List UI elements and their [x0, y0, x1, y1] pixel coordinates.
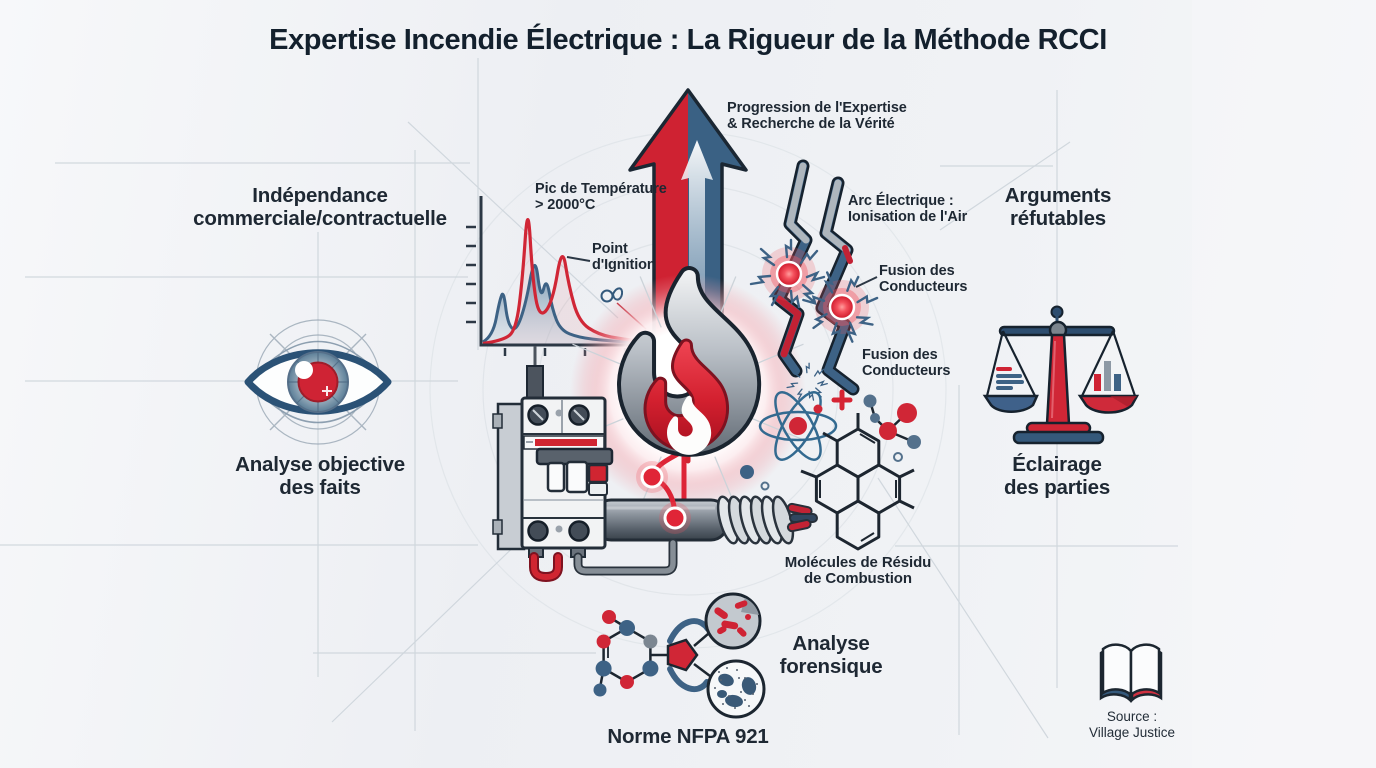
- label-pic-temperature: Pic de Température > 2000°C: [535, 181, 667, 213]
- plus-icon: [831, 389, 853, 411]
- cable-armor-coils: [716, 495, 795, 545]
- ignition-leader-line: [566, 256, 591, 262]
- label-independance: Indépendance commerciale/contractuelle: [193, 184, 447, 230]
- left-pan-bowl: [982, 394, 1039, 413]
- eye-highlight: [295, 361, 313, 379]
- arc-glow-points: [749, 238, 890, 401]
- left-pan-contents: [996, 367, 1024, 390]
- small-molecule-icon: [740, 394, 921, 491]
- microscopy-circle-blue: [706, 659, 766, 719]
- flame-icon: [619, 268, 759, 464]
- molecule-magnifier-icon: [593, 592, 766, 719]
- label-point-ignition: Point d'Ignition: [592, 241, 656, 273]
- microscopy-circle-red: [704, 592, 762, 650]
- label-arc-electrique: Arc Électrique : Ionisation de l'Air: [848, 193, 968, 225]
- background-tone-panel: [1192, 0, 1376, 768]
- label-eclairage-parties: Éclairage des parties: [1003, 453, 1111, 499]
- circuit-breaker-icon: [492, 346, 614, 558]
- open-book-icon: [1099, 643, 1163, 704]
- armored-cable-icon: [593, 495, 818, 545]
- label-fusion-conducteurs-2: Fusion des Conducteurs: [862, 347, 951, 379]
- label-analyse-forensique: Analyse forensique: [779, 632, 883, 678]
- label-fusion-conducteurs-1: Fusion des Conducteurs: [879, 263, 968, 295]
- scales-post: [1045, 333, 1071, 426]
- label-progression: Progression de l'Expertise & Recherche d…: [727, 100, 907, 132]
- right-pan-contents: [1094, 361, 1121, 391]
- fusion-leader-line: [855, 276, 878, 288]
- label-molecules-residu: Molécules de Résidu de Combustion: [784, 554, 932, 587]
- cable-conductors: [786, 502, 818, 533]
- aromatic-molecule-icon: [800, 413, 915, 551]
- wire-connector-dots: [636, 461, 691, 534]
- pan-strings: [985, 330, 1137, 397]
- breaker-red-stripe: [535, 439, 597, 446]
- page-title: Expertise Incendie Électrique : La Rigue…: [269, 24, 1107, 56]
- scales-of-justice-icon: [982, 305, 1140, 445]
- label-arguments-refutables: Arguments réfutables: [1004, 184, 1112, 230]
- eye-icon: [244, 319, 392, 445]
- label-analyse-objective: Analyse objective des faits: [235, 453, 405, 499]
- lightning-bolt-icon: [772, 159, 860, 396]
- label-norme-nfpa: Norme NFPA 921: [607, 725, 769, 748]
- atom-icon: [758, 391, 838, 461]
- breaker-wires: [529, 449, 684, 583]
- source-credit: Source : Village Justice: [1088, 709, 1176, 740]
